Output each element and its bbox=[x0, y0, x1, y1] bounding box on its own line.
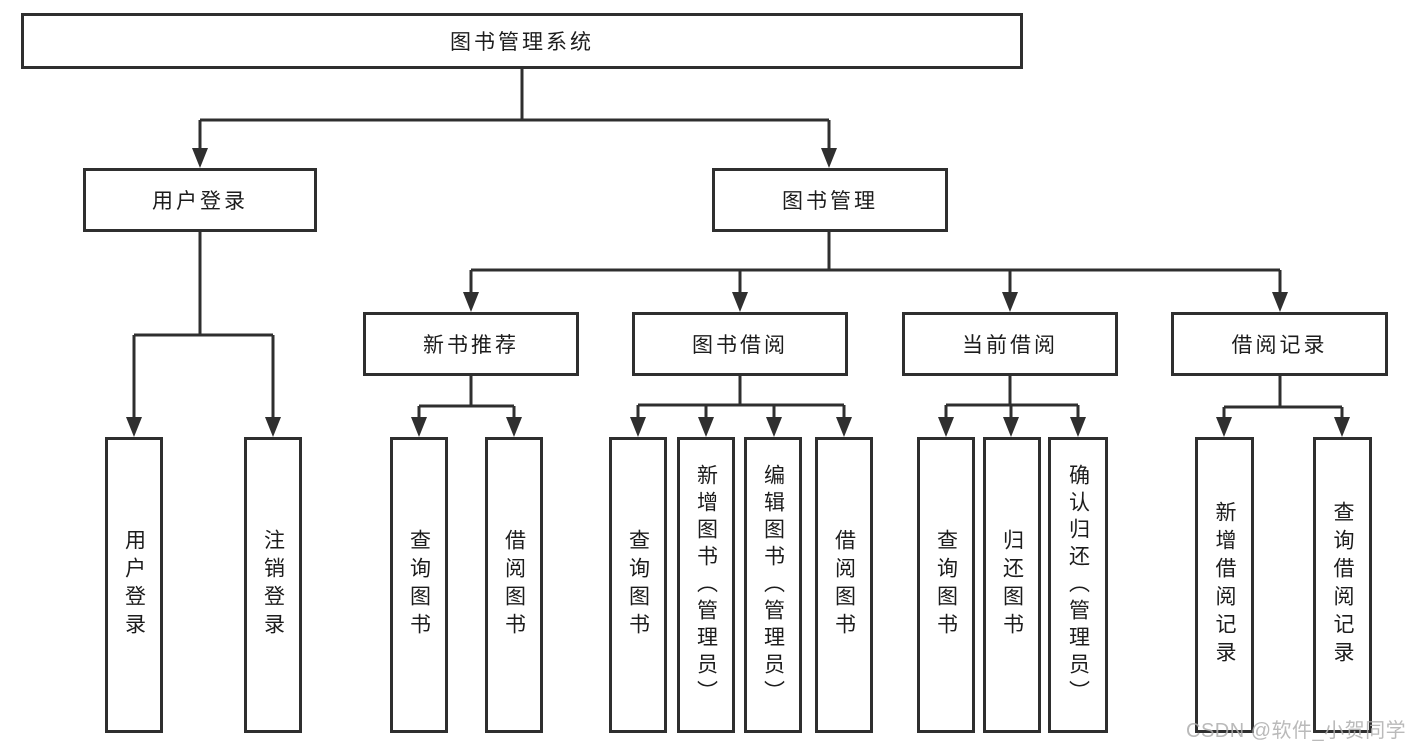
leaf-newbooks-query-books: 查询图书 bbox=[390, 437, 448, 733]
leaf-current-query-books: 查询图书 bbox=[917, 437, 975, 733]
leaf-user-login: 用户登录 bbox=[105, 437, 163, 733]
arrowhead bbox=[265, 417, 281, 437]
connector-borrow-records-to-leaves bbox=[1216, 376, 1350, 437]
leaf-records-add-record: 新增借阅记录 bbox=[1195, 437, 1254, 733]
leaf-records-query-record: 查询借阅记录 bbox=[1313, 437, 1372, 733]
arrowhead bbox=[411, 417, 427, 437]
leaf-logout: 注销登录 bbox=[244, 437, 302, 733]
leaf-label: 编辑图书（管理员） bbox=[761, 463, 785, 707]
connector-user-login-to-leaves bbox=[126, 232, 281, 437]
leaf-label: 查询图书 bbox=[626, 529, 650, 641]
arrowhead bbox=[506, 417, 522, 437]
leaf-label: 借阅图书 bbox=[502, 529, 526, 641]
csdn-watermark: CSDN @软件_小贺同学 bbox=[1186, 720, 1405, 742]
connector-book-management-to-level3 bbox=[463, 232, 1288, 312]
node-user-login: 用户登录 bbox=[83, 168, 317, 232]
node-borrow-records: 借阅记录 bbox=[1171, 312, 1388, 376]
connector-book-borrow-to-leaves bbox=[630, 376, 852, 437]
leaf-label: 查询图书 bbox=[407, 529, 431, 641]
leaf-label: 新增图书（管理员） bbox=[694, 463, 718, 707]
leaf-label: 归还图书 bbox=[1000, 529, 1024, 641]
arrowhead bbox=[630, 417, 646, 437]
node-library-management-system: 图书管理系统 bbox=[21, 13, 1023, 69]
arrowhead bbox=[821, 148, 837, 168]
arrowhead bbox=[126, 417, 142, 437]
node-current-borrow: 当前借阅 bbox=[902, 312, 1118, 376]
arrowhead bbox=[1272, 292, 1288, 312]
leaf-borrow-query-books: 查询图书 bbox=[609, 437, 667, 733]
leaf-newbooks-borrow-books: 借阅图书 bbox=[485, 437, 543, 733]
arrowhead bbox=[192, 148, 208, 168]
arrowhead bbox=[836, 417, 852, 437]
arrowhead bbox=[1070, 417, 1086, 437]
arrowhead bbox=[1002, 292, 1018, 312]
arrowhead bbox=[698, 417, 714, 437]
leaf-label: 查询图书 bbox=[934, 529, 958, 641]
arrowhead bbox=[1003, 417, 1019, 437]
connector-current-borrow-to-leaves bbox=[938, 376, 1086, 437]
node-book-management: 图书管理 bbox=[712, 168, 948, 232]
leaf-label: 注销登录 bbox=[261, 529, 285, 641]
arrowhead bbox=[1334, 417, 1350, 437]
leaf-borrow-borrow-books: 借阅图书 bbox=[815, 437, 873, 733]
leaf-label: 确认归还（管理员） bbox=[1066, 463, 1090, 707]
leaf-label: 查询借阅记录 bbox=[1331, 501, 1354, 669]
arrowhead bbox=[766, 417, 782, 437]
leaf-current-return-books: 归还图书 bbox=[983, 437, 1041, 733]
leaf-label: 借阅图书 bbox=[832, 529, 856, 641]
arrowhead bbox=[1216, 417, 1232, 437]
leaf-label: 用户登录 bbox=[122, 529, 146, 641]
leaf-current-confirm-return-admin: 确认归还（管理员） bbox=[1048, 437, 1108, 733]
node-new-book-recommend: 新书推荐 bbox=[363, 312, 579, 376]
node-book-borrow: 图书借阅 bbox=[632, 312, 848, 376]
leaf-borrow-edit-books-admin: 编辑图书（管理员） bbox=[744, 437, 802, 733]
connector-root-to-level2 bbox=[192, 69, 837, 168]
arrowhead bbox=[732, 292, 748, 312]
leaf-borrow-add-books-admin: 新增图书（管理员） bbox=[677, 437, 735, 733]
connector-new-books-to-leaves bbox=[411, 376, 522, 437]
arrowhead bbox=[463, 292, 479, 312]
leaf-label: 新增借阅记录 bbox=[1213, 501, 1236, 669]
arrowhead bbox=[938, 417, 954, 437]
